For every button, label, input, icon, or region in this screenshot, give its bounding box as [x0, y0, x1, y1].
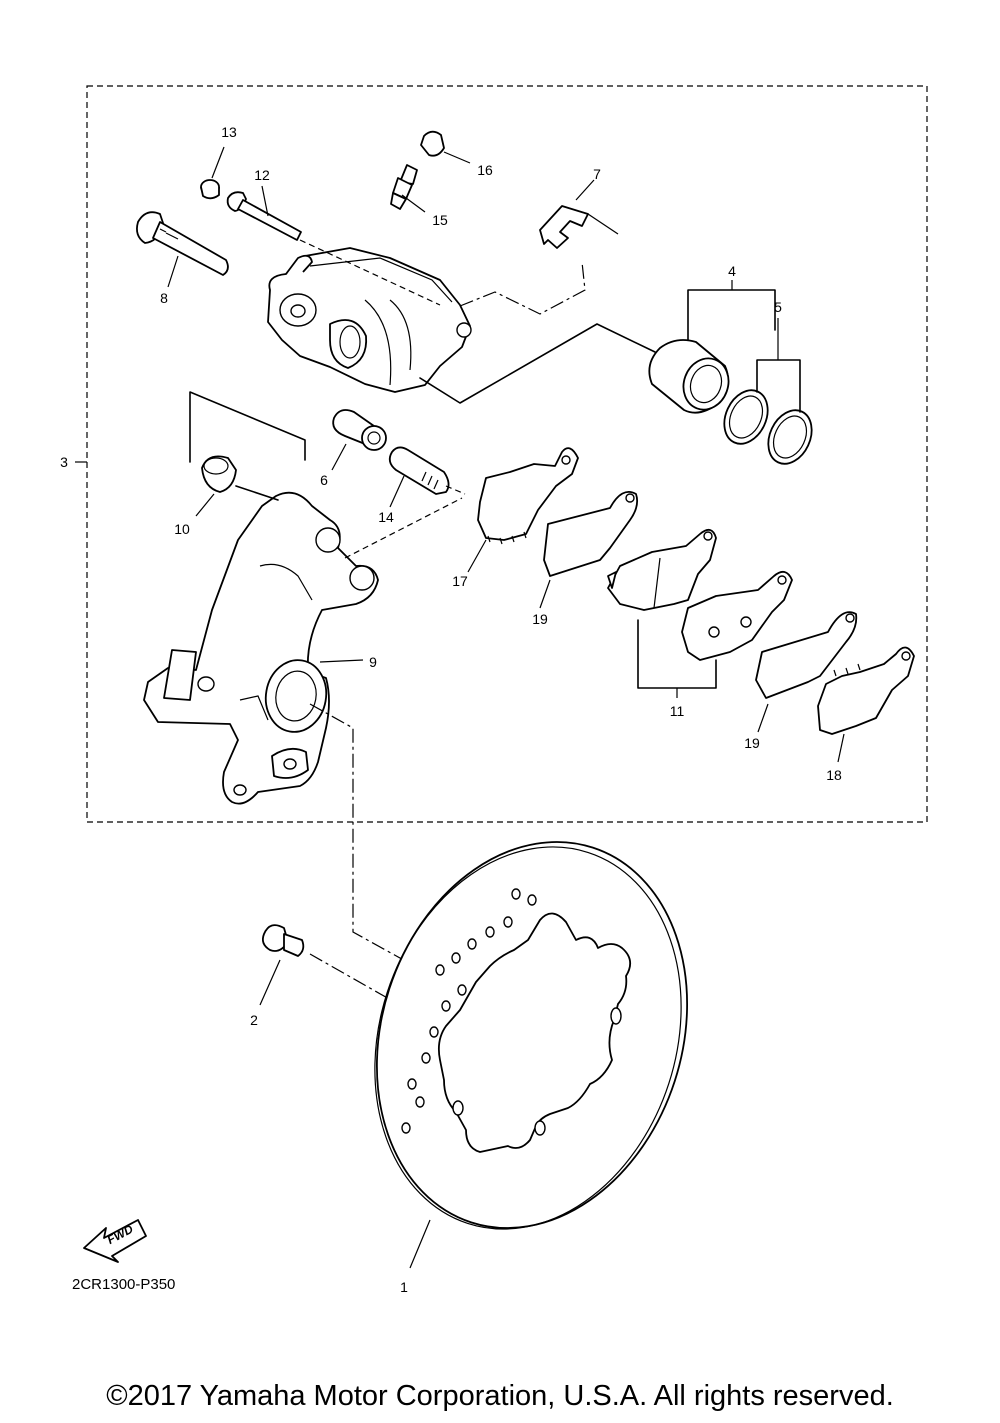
part-7-pad-spring: [539, 205, 619, 249]
part-10-boot: [201, 455, 237, 493]
part-18-pad-shim: [817, 646, 915, 735]
caliper-body: [267, 247, 472, 393]
part-16-bleed-cap: [420, 130, 445, 157]
part-4-piston: [648, 339, 730, 414]
part-6-sleeve: [332, 409, 387, 451]
callout-19-left: 19: [532, 611, 548, 627]
callout-7: 7: [593, 166, 601, 182]
part-14-pin: [388, 446, 450, 495]
callout-17: 17: [452, 573, 468, 589]
callout-16: 16: [477, 162, 493, 178]
callout-19-right: 19: [744, 735, 760, 751]
part-15-bleed-screw: [390, 164, 418, 210]
callout-18: 18: [826, 767, 842, 783]
part-8-caliper-bolt: [136, 211, 229, 276]
part-19-shim-right: [755, 611, 858, 699]
part-2-rotor-bolt: [261, 924, 305, 957]
callout-1: 1: [400, 1279, 408, 1295]
callout-4: 4: [728, 263, 736, 279]
callout-14: 14: [378, 509, 394, 525]
part-12-slide-pin: [226, 191, 302, 241]
callout-9: 9: [369, 654, 377, 670]
drawing-code: 2CR1300-P350: [72, 1276, 175, 1293]
callout-2: 2: [250, 1012, 258, 1028]
callout-6: 6: [320, 472, 328, 488]
callout-12: 12: [254, 167, 270, 183]
callout-3: 3: [60, 454, 68, 470]
part-1-brake-disc: [374, 841, 689, 1230]
callout-13: 13: [221, 124, 237, 140]
part-17-pad-shim: [477, 447, 579, 545]
part-11-brake-pad-set: [607, 528, 793, 661]
caliper-assembly-boundary: [86, 85, 928, 823]
callout-11: 11: [670, 703, 685, 719]
part-13-cap: [200, 179, 220, 200]
callout-8: 8: [160, 290, 168, 306]
callout-10: 10: [174, 521, 190, 537]
callout-15: 15: [432, 212, 448, 228]
part-9-caliper-bracket: [143, 491, 379, 805]
callout-5: 5: [774, 299, 782, 315]
part-19-shim-left: [543, 490, 639, 577]
fwd-direction-arrow: [83, 1219, 147, 1263]
copyright-notice: ©2017 Yamaha Motor Corporation, U.S.A. A…: [106, 1380, 894, 1412]
part-5-piston-seals: [723, 389, 813, 465]
